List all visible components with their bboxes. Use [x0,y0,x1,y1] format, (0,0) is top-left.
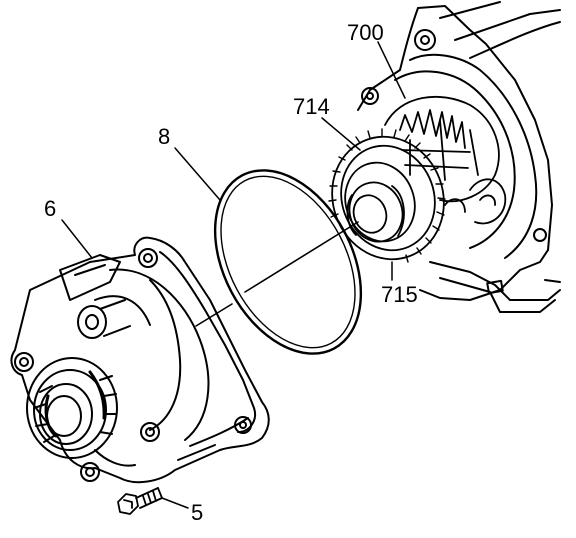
differential-case-700 [384,95,507,225]
callout-5: 5 [191,500,203,525]
differential-carrier-housing [357,1,561,313]
ring-gear-714 [328,128,446,263]
leader-5 [161,497,189,509]
o-ring-seal-8 [213,169,363,355]
bolt-5 [117,487,163,515]
leader-8 [174,147,221,201]
leader-lines [61,41,406,509]
axle-cover-housing-6 [10,236,270,484]
callout-8: 8 [158,124,170,149]
callout-714: 714 [293,94,330,119]
leader-700 [377,41,406,99]
leader-6 [61,219,93,259]
side-bearing-715 [346,181,405,243]
alignment-line [195,221,359,327]
callout-6: 6 [44,196,56,221]
callout-700: 700 [347,20,384,45]
callout-715: 715 [381,282,418,307]
leader-714 [321,117,361,151]
